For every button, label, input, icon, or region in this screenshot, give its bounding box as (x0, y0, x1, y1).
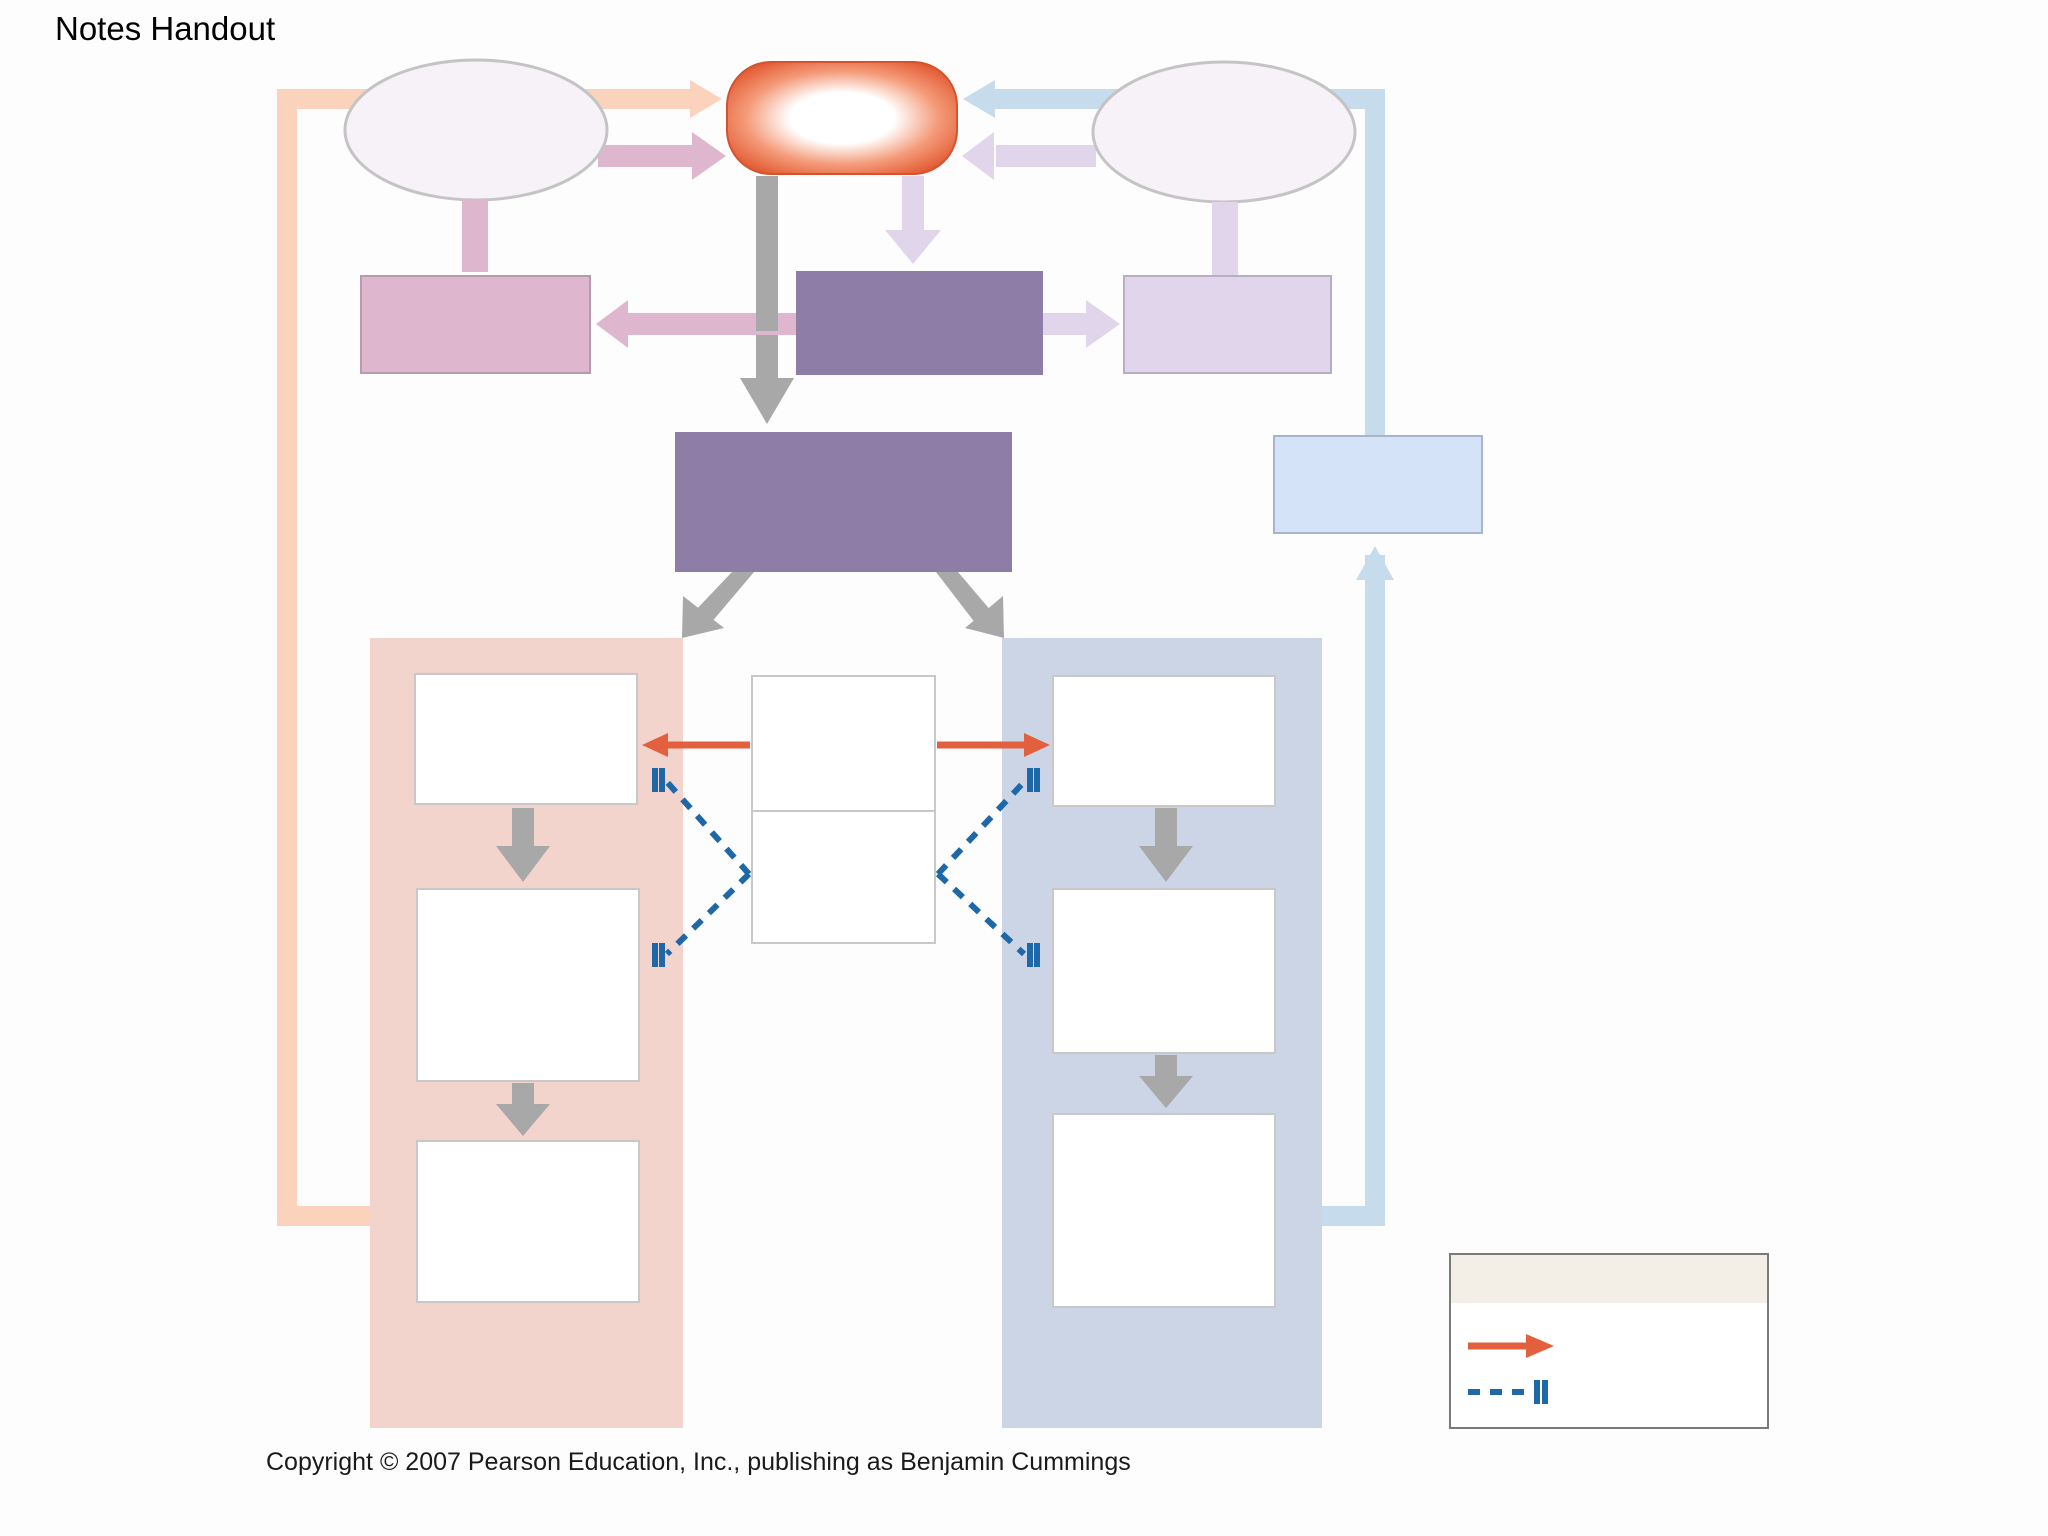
stimulation-arrow-icon (1468, 1334, 1554, 1358)
right-ellipse-connector (1212, 202, 1238, 276)
left-pink-box (360, 275, 591, 374)
right-panel-box-3 (1052, 1113, 1276, 1308)
legend-box (1449, 1253, 1769, 1429)
center-to-right-stimulation-arrow (937, 733, 1050, 757)
right-panel-down-arrow-2 (1139, 1055, 1193, 1108)
purple-to-left-panel-arrow (682, 572, 754, 638)
right-ellipse-to-stimulus-arrow (962, 132, 1096, 180)
right-inhibition-arrows (935, 768, 1040, 967)
left-ellipse-connector (462, 200, 488, 272)
stimulus-to-center-box-arrow (885, 176, 941, 264)
page-title: Notes Handout (55, 10, 276, 47)
inhibition-dashed-arrow-icon (1468, 1380, 1548, 1404)
right-lavender-box (1123, 275, 1332, 374)
left-panel-box-1 (414, 673, 638, 805)
right-blue-box (1273, 435, 1483, 534)
center-bottom-box (751, 810, 936, 944)
left-inhibition-arrows (652, 768, 752, 967)
center-to-right-box-arrow (1042, 300, 1120, 348)
right-input-ellipse (1091, 60, 1357, 204)
left-panel-box-3 (416, 1140, 640, 1303)
right-panel-down-arrow-1 (1139, 808, 1193, 882)
center-to-left-box-arrow (596, 300, 798, 348)
right-panel-box-1 (1052, 675, 1276, 807)
center-purple-box (796, 271, 1043, 375)
central-stimulus-node (726, 61, 958, 175)
right-panel-box-2 (1052, 888, 1276, 1054)
center-to-left-stimulation-arrow (642, 733, 750, 757)
left-panel-down-arrow-2 (496, 1083, 550, 1136)
purple-to-right-panel-arrow (936, 572, 1004, 638)
lower-purple-box (675, 432, 1012, 572)
left-ellipse-to-stimulus-arrow (598, 132, 726, 180)
left-panel-down-arrow-1 (496, 808, 550, 882)
left-input-ellipse (343, 58, 609, 202)
left-panel-box-2 (416, 888, 640, 1082)
gray-arrow-overlay (756, 271, 778, 331)
copyright-notice: Copyright © 2007 Pearson Education, Inc.… (266, 1448, 1131, 1476)
center-top-box (751, 675, 936, 812)
